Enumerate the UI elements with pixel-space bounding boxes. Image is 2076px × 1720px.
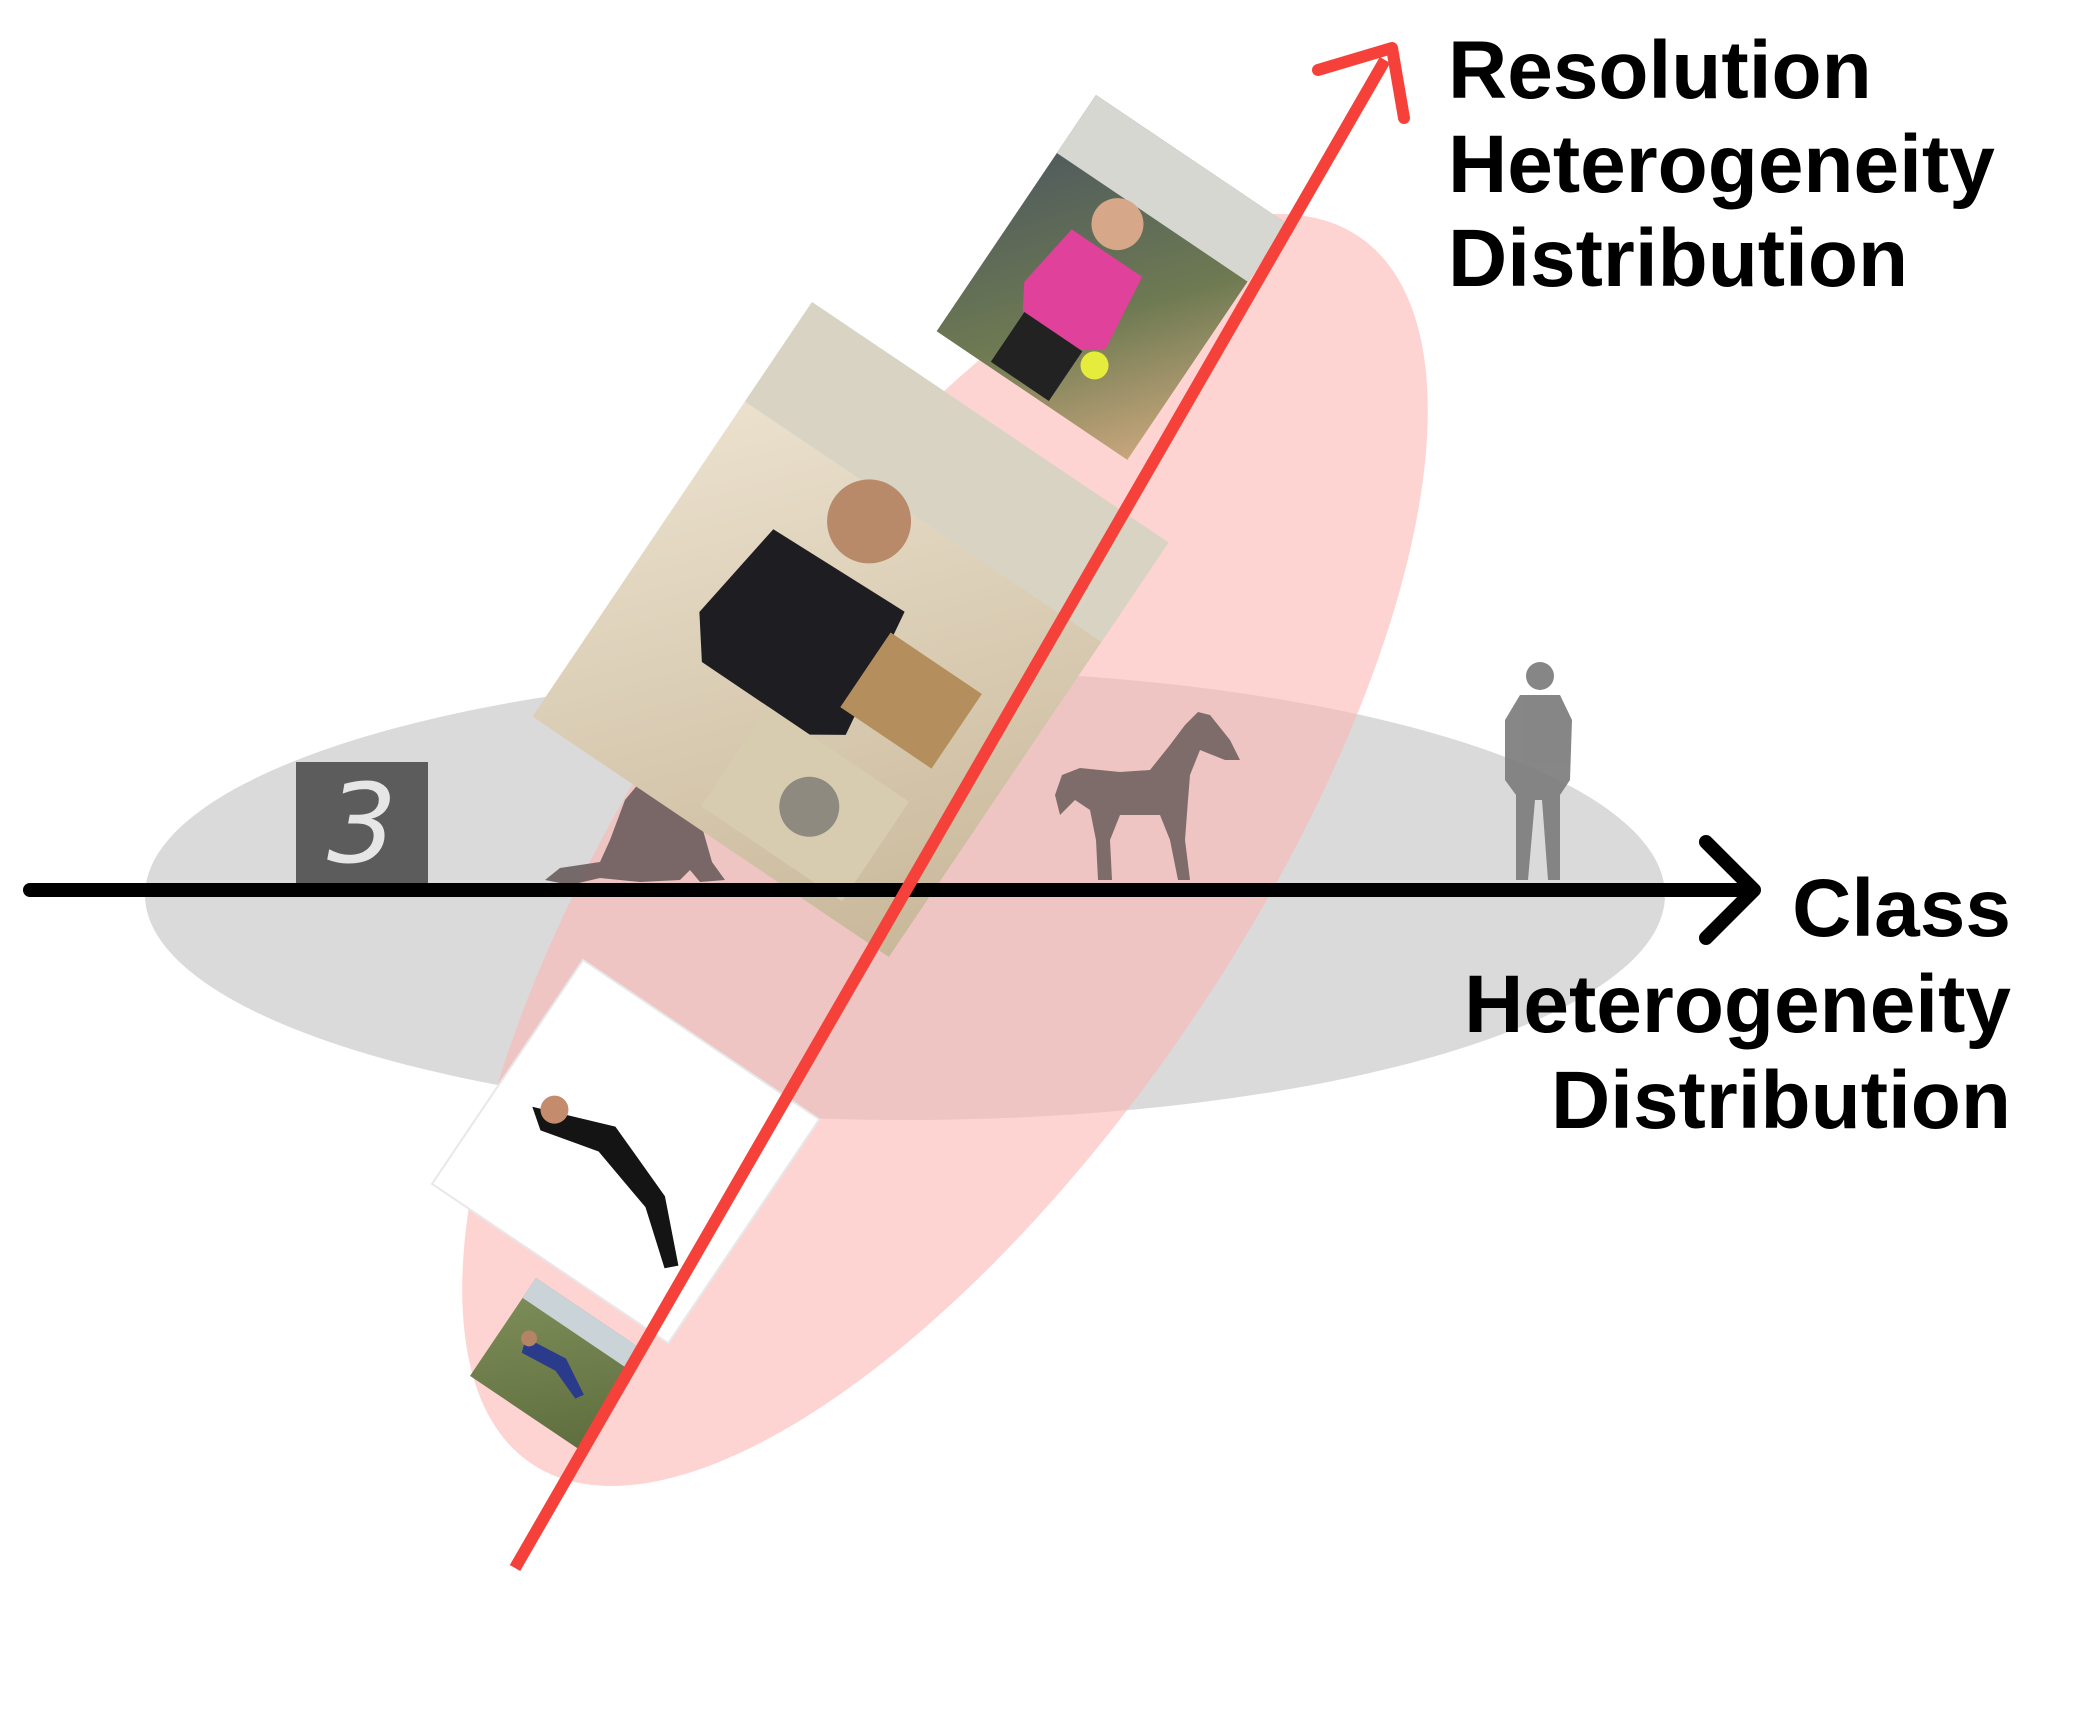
resolution-axis-subtitle-2: Distribution [1448, 213, 1909, 304]
class-axis-title: Class [1792, 863, 2011, 954]
person-silhouette-icon [1505, 662, 1572, 880]
photo-person-on-grass [470, 1278, 644, 1449]
resolution-axis-arrowhead [1312, 42, 1410, 124]
digit-three-icon: 3 [296, 760, 428, 888]
photo-softball-player [936, 95, 1287, 460]
resolution-axis [509, 42, 1410, 1571]
photo-woodworker [532, 302, 1169, 957]
svg-text:3: 3 [327, 760, 397, 888]
resolution-axis-title: Resolution [1448, 25, 1872, 116]
class-axis-subtitle-2: Distribution [1550, 1055, 2011, 1146]
horse-silhouette-icon [1055, 712, 1240, 880]
class-axis-arrowhead [1699, 835, 1761, 945]
class-axis-subtitle-1: Heterogeneity [1464, 959, 2011, 1050]
photo-yoga-pose [430, 958, 821, 1345]
resolution-axis-subtitle-1: Heterogeneity [1448, 119, 1995, 210]
class-axis-label: Class Heterogeneity Distribution [1464, 868, 2011, 1156]
class-axis [23, 835, 1761, 945]
resolution-axis-label: Resolution Heterogeneity Distribution [1448, 30, 1995, 312]
